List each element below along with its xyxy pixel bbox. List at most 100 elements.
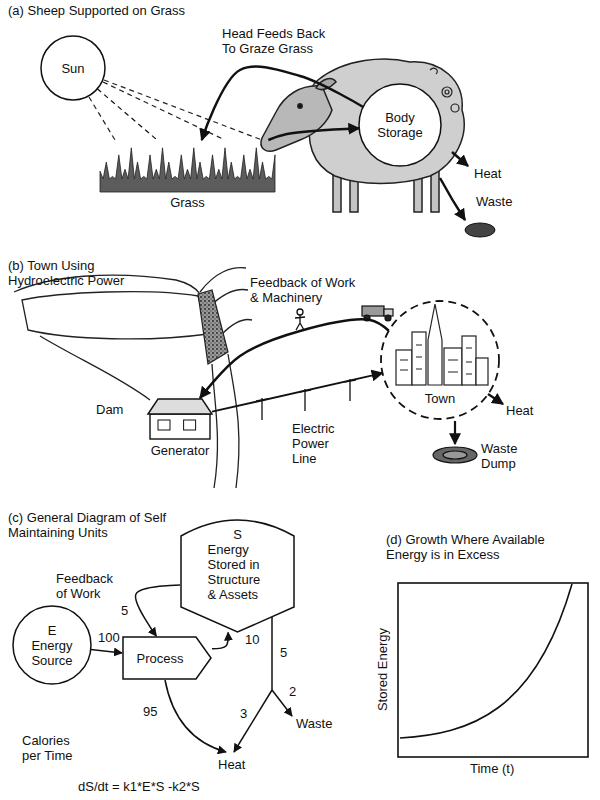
flow-line [234,690,272,752]
waste-pellets [465,223,495,237]
sheep-figure [309,59,465,183]
generator-house-outline [150,414,210,439]
part-label-holder: Electric Power Line [292,421,348,466]
part-label: Electric Power Line [292,421,348,466]
sheep-figure [442,87,452,97]
text-holder: Grass [170,195,205,210]
flow-number-holder: 100 [97,630,121,645]
feedback-note: Feedback of Work & Machinery [250,275,362,305]
storage-circle-outline [359,84,441,166]
text-holder: S [233,527,242,542]
node-text: Energy Source [26,638,78,668]
panel-title-holder: (b) Town Using Hydroelectric Power [8,258,148,288]
energy-flow [212,633,228,649]
town-skyline [428,304,442,385]
node-title: E [48,623,57,638]
part-label: Dam [96,402,123,417]
output-label-holder: Waste [476,194,512,209]
node-content: Sun [40,35,106,101]
flow-number-holder: 5 [280,645,287,660]
node-title: Generator [151,443,210,458]
feedback-note-holder: Head Feeds Back To Graze Grass [222,26,330,56]
output-label-holder: Heat [474,166,501,181]
town-boundary-outline [381,301,499,419]
storage-tank: SEnergy Stored in Structure & Assets [180,514,295,633]
storage-tank-outline [181,520,294,632]
sheep-figure [445,90,449,94]
output-label: Heat [506,403,533,418]
sheep-figure [451,104,459,112]
panel-title-holder: (a) Sheep Supported on Grass [8,3,185,18]
panel-title: (c) General Diagram of Self Maintaining … [8,510,193,540]
node-title: S [233,527,242,542]
text-holder: Body Storage [372,110,428,140]
feedback-note-holder: Feedback of Work & Machinery [250,275,362,305]
grass-patch: Grass [100,140,275,192]
output-label: Waste [476,194,512,209]
axis-label: Time (t) [470,761,514,776]
flow-line [165,680,226,752]
node-title: Process [137,651,184,666]
output-arrow [488,394,503,404]
dam-landscape [40,336,150,400]
feedback-note: Head Feeds Back To Graze Grass [222,26,330,56]
output-arrow [440,178,465,220]
node-title: Grass [170,195,205,210]
flow-number: 2 [289,684,296,699]
node-content: Body Storage [358,83,442,167]
sheep-figure [430,68,437,74]
equation-holder: dS/dt = k1*E*S -k2*S [78,779,200,794]
sheep-figure [261,59,464,212]
growth-graph [400,584,572,738]
flow-number-holder: 95 [143,704,157,719]
text-holder: Generator [151,443,210,458]
town-skyline [396,350,412,385]
output-arrow [452,152,468,166]
flow-number-holder: 10 [244,632,260,647]
sun-circle: Sun [40,35,106,101]
text-holder: Process [137,651,184,666]
node-content: Generator [148,398,212,440]
generator-house-outline [148,398,212,440]
flow-number-holder: 5 [120,603,129,618]
node-content: Town [380,300,500,420]
sun-rays [103,82,225,140]
panel-title-holder: (c) General Diagram of Self Maintaining … [8,510,193,540]
flow-line [271,615,273,690]
dam-landscape [228,354,239,488]
grass-patch-outline [100,148,275,192]
flow-number: 5 [280,645,287,660]
node-title: Town [425,391,455,406]
flow-number: 5 [120,603,129,618]
flow-number: 95 [143,704,157,719]
generator-house-outline [148,399,212,414]
output-arrow [454,421,456,444]
worker-figure [295,315,305,330]
town-skyline [400,345,472,374]
power-poles [349,379,350,401]
panel-title: (a) Sheep Supported on Grass [8,3,185,18]
sheep-figure [298,104,302,108]
text-holder: Energy Stored in Structure & Assets [208,542,268,602]
unit-note: Calories per Time [22,733,78,763]
dam-landscape [222,320,252,334]
town-skyline [476,358,488,385]
dam-wall [198,290,228,364]
flow-number: 3 [240,706,247,721]
axis-label: Stored Energy [375,625,390,715]
town-skyline [444,348,462,385]
power-poles [304,389,305,411]
feedback-arrow [200,319,389,398]
power-line [212,373,382,412]
flow-number: 100 [97,630,121,645]
energy-flow [91,649,122,653]
generator-house-outline [158,420,170,430]
feeding-arrow [268,128,359,140]
output-label-holder: Waste Dump [481,441,529,471]
worker-figure [297,309,303,315]
power-poles [256,379,356,420]
waste-dump [433,447,477,463]
